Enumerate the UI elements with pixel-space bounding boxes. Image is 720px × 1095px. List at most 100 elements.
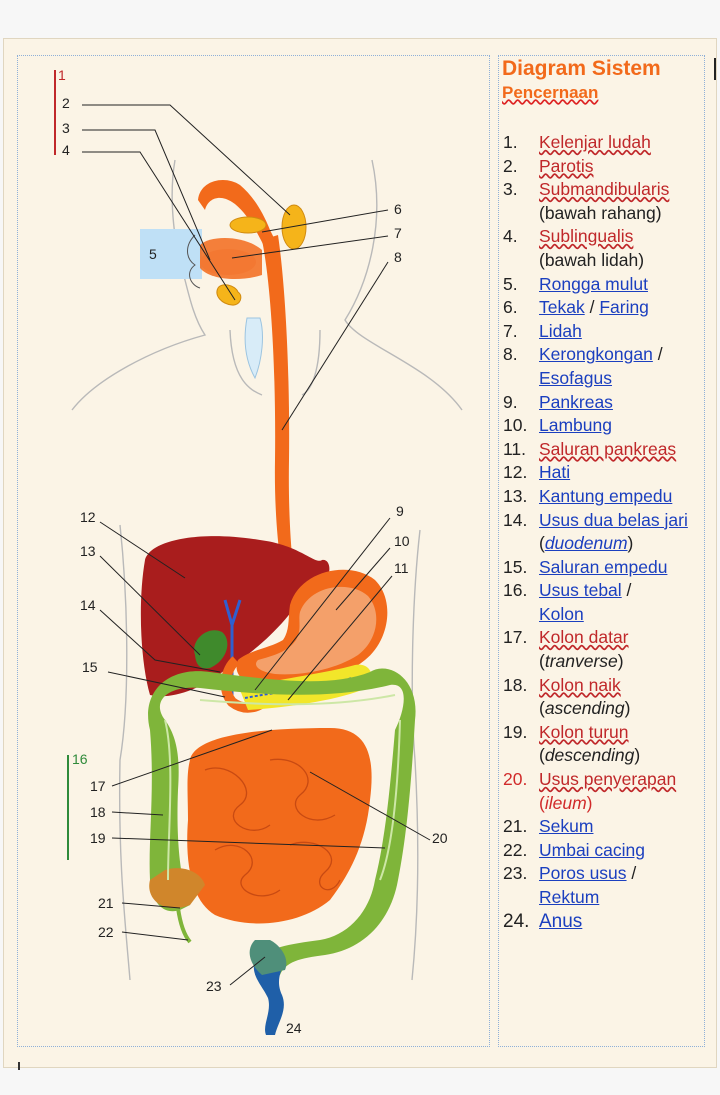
- legend-item: 7.Lidah: [503, 320, 582, 341]
- legend-link[interactable]: Submandibularis: [539, 179, 670, 200]
- legend-link[interactable]: Saluran empedu: [539, 556, 668, 577]
- legend-item: 24.Anus: [503, 910, 583, 932]
- mouth-region: [187, 234, 201, 289]
- legend-item: 4.Sublingualis(bawah lidah): [503, 226, 645, 270]
- legend-link[interactable]: Sekum: [539, 816, 594, 837]
- esophagus: [262, 235, 300, 612]
- page-edge-mark: [18, 1062, 20, 1070]
- legend-item: 14.Usus dua belas jari (duodenum): [503, 509, 688, 554]
- legend-item: 19.Kolon turun(descending): [503, 721, 641, 766]
- pharynx: [198, 180, 280, 255]
- legend-link[interactable]: Kolon: [539, 603, 584, 624]
- legend-link[interactable]: Kolon datar: [539, 627, 629, 648]
- legend-item: 3.Submandibularis(bawah rahang): [503, 179, 670, 223]
- sublingual-gland: [216, 284, 242, 306]
- legend-item: 6.Tekak / Faring: [503, 297, 649, 318]
- legend-link[interactable]: Esofagus: [539, 367, 612, 388]
- legend-link[interactable]: Poros usus: [539, 863, 627, 884]
- cecum: [149, 868, 205, 909]
- mouth-cavity-box: [140, 229, 202, 279]
- label-12: 12: [80, 509, 96, 525]
- legend-item: 16.Usus tebal / Kolon: [503, 580, 632, 624]
- label-4: 4: [62, 142, 70, 158]
- label-22: 22: [98, 924, 114, 940]
- legend-link[interactable]: Usus tebal: [539, 580, 622, 601]
- stomach-inner: [255, 586, 377, 675]
- legend-item: 23.Poros usus / Rektum: [503, 863, 637, 907]
- rectum: [253, 960, 285, 1035]
- legend-item: 5.Rongga mulut: [503, 273, 648, 294]
- label-13: 13: [80, 543, 96, 559]
- small-intestine: [187, 728, 372, 924]
- submandibular-gland: [229, 216, 267, 234]
- label-21: 21: [98, 895, 114, 911]
- legend-item: 15.Saluran empedu: [503, 556, 668, 577]
- legend-link[interactable]: Parotis: [539, 155, 594, 176]
- legend-item: 18.Kolon naik(ascending): [503, 674, 631, 719]
- legend-link[interactable]: Saluran pankreas: [539, 438, 677, 459]
- legend-item: 1.Kelenjar ludah: [503, 132, 651, 152]
- legend-link[interactable]: Umbai cacing: [539, 839, 646, 860]
- legend-item: 13.Kantung empedu: [503, 485, 673, 506]
- legend-link[interactable]: Usus penyerapan: [539, 769, 677, 790]
- legend-link[interactable]: Faring: [599, 297, 649, 318]
- label-5: 5: [149, 246, 157, 262]
- label-1: 1: [58, 67, 66, 83]
- label-15: 15: [82, 659, 98, 675]
- label-6: 6: [394, 201, 402, 217]
- label-16: 16: [72, 751, 88, 767]
- label-8: 8: [394, 249, 402, 265]
- legend-link[interactable]: Tekak: [539, 297, 585, 318]
- diagram-frame: [17, 55, 490, 1047]
- legend-item: 9.Pankreas: [503, 391, 613, 412]
- legend-link[interactable]: Lidah: [539, 320, 582, 341]
- label-10: 10: [394, 533, 410, 549]
- legend-link[interactable]: Kolon turun: [539, 721, 629, 742]
- legend-link[interactable]: Kelenjar ludah: [539, 132, 651, 152]
- appendix: [176, 907, 192, 944]
- label-3: 3: [62, 120, 70, 136]
- legend-item: 20.Usus penyerapan(ileum): [503, 769, 677, 813]
- label-20: 20: [432, 830, 448, 846]
- legend-item: 22.Umbai cacing: [503, 839, 646, 860]
- legend-link[interactable]: Anus: [539, 910, 583, 932]
- label-23: 23: [206, 978, 222, 994]
- legend-link[interactable]: duodenum: [544, 533, 628, 554]
- legend-item: 8.Kerongkongan / Esofagus: [503, 344, 663, 388]
- legend-subtitle: Pencernaan: [502, 83, 599, 102]
- legend-link[interactable]: Rektum: [539, 887, 600, 907]
- label-18: 18: [90, 804, 106, 820]
- label-9: 9: [396, 503, 404, 519]
- small-intestine-folds: [204, 758, 341, 897]
- trachea: [244, 317, 263, 380]
- legend-link[interactable]: Usus dua belas jari: [539, 509, 688, 530]
- leader-lines: [82, 104, 431, 986]
- label-19: 19: [90, 830, 106, 846]
- legend-link[interactable]: Lambung: [539, 415, 612, 436]
- label-2: 2: [62, 95, 70, 111]
- legend-item: 17.Kolon datar(tranverse): [503, 627, 629, 672]
- label-7: 7: [394, 225, 402, 241]
- legend-link[interactable]: Pankreas: [539, 391, 613, 412]
- text-cursor: [714, 58, 716, 80]
- legend-item: 2.Parotis: [503, 155, 594, 176]
- legend-list: 1.Kelenjar ludah 2.Parotis 3.Submandibul…: [503, 131, 703, 933]
- label-24: 24: [286, 1020, 302, 1036]
- legend-link[interactable]: Kolon naik: [539, 674, 621, 695]
- legend-title: Diagram Sistem: [502, 57, 661, 80]
- legend-link[interactable]: Kantung empedu: [539, 485, 673, 506]
- gallbladder: [194, 630, 228, 669]
- legend-link[interactable]: Rongga mulut: [539, 273, 648, 294]
- legend-link[interactable]: Hati: [539, 462, 571, 483]
- rectum-gradient: [249, 940, 287, 975]
- legend-item: 10.Lambung: [503, 415, 612, 436]
- label-17: 17: [90, 778, 106, 794]
- legend-link[interactable]: Sublingualis: [539, 226, 634, 247]
- colon-center-line: [164, 694, 401, 881]
- legend-item: 12.Hati: [503, 462, 571, 483]
- legend-link[interactable]: Kerongkongan: [539, 344, 653, 365]
- label-11: 11: [394, 560, 409, 576]
- label-14: 14: [80, 597, 96, 613]
- body-outline: [71, 159, 463, 981]
